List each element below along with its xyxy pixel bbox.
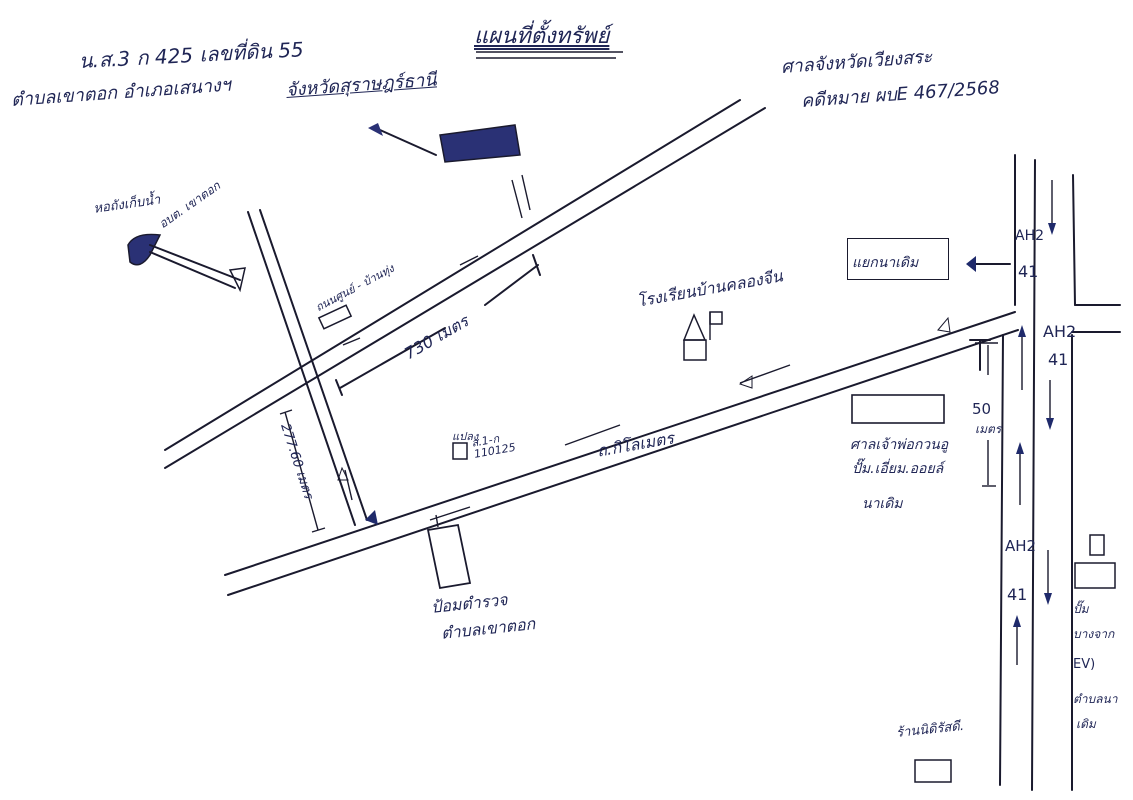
junction-name: แยกนาเดิม bbox=[852, 255, 919, 271]
distance-50-value: 50 bbox=[972, 400, 992, 418]
distance-50-unit: เมตร bbox=[975, 422, 1002, 436]
highway-label-3: AH2 bbox=[1005, 537, 1037, 555]
traffic-arrows bbox=[337, 180, 1056, 665]
bottom-shop-box bbox=[914, 759, 952, 783]
right-shop-box-1 bbox=[1089, 534, 1105, 556]
right-label-4: ตำบลนา bbox=[1073, 692, 1118, 706]
dimension-730m bbox=[335, 254, 541, 396]
highway-label-3b: 41 bbox=[1007, 585, 1028, 604]
right-label-2: บางจาก bbox=[1073, 627, 1115, 641]
map-title: แผนที่ตั้งทรัพย์ bbox=[474, 24, 610, 49]
shrine-label-1: ศาลเจ้าพ่อกวนอู bbox=[850, 437, 949, 453]
shrine-label-3: นาเดิม bbox=[862, 496, 903, 512]
right-label-1: ปั๊ม bbox=[1073, 602, 1089, 616]
plot-marker bbox=[452, 442, 468, 460]
junction-name-box bbox=[847, 238, 949, 280]
police-box bbox=[426, 514, 472, 590]
water-tower-icon bbox=[127, 233, 246, 293]
highway-label-2b: 41 bbox=[1048, 350, 1069, 369]
shrine-label-2: ปั๊ม.เอี่ยม.ออยล์ bbox=[852, 461, 944, 477]
highway-label-1: AH2 bbox=[1015, 228, 1045, 244]
highway-label-1b: 41 bbox=[1018, 262, 1039, 281]
road-cross-north-south bbox=[247, 209, 368, 526]
right-label-5: เดิม bbox=[1076, 717, 1096, 731]
dimension-50m bbox=[975, 342, 998, 487]
dimension-277m bbox=[279, 409, 326, 533]
road-lower-diagonal bbox=[224, 311, 1019, 596]
shrine-building bbox=[851, 394, 945, 424]
road-upper-diagonal bbox=[164, 99, 766, 469]
right-shop-box-2 bbox=[1074, 562, 1116, 589]
highway-ah2 bbox=[999, 154, 1121, 791]
school-icon bbox=[682, 311, 723, 361]
plot-label: แปลง bbox=[452, 430, 479, 443]
hatched-building-icon bbox=[368, 123, 531, 219]
office-building bbox=[317, 304, 353, 330]
right-label-3: EV) bbox=[1073, 657, 1096, 672]
junction-arrow bbox=[966, 256, 1011, 272]
highway-label-2: AH2 bbox=[1043, 322, 1077, 341]
